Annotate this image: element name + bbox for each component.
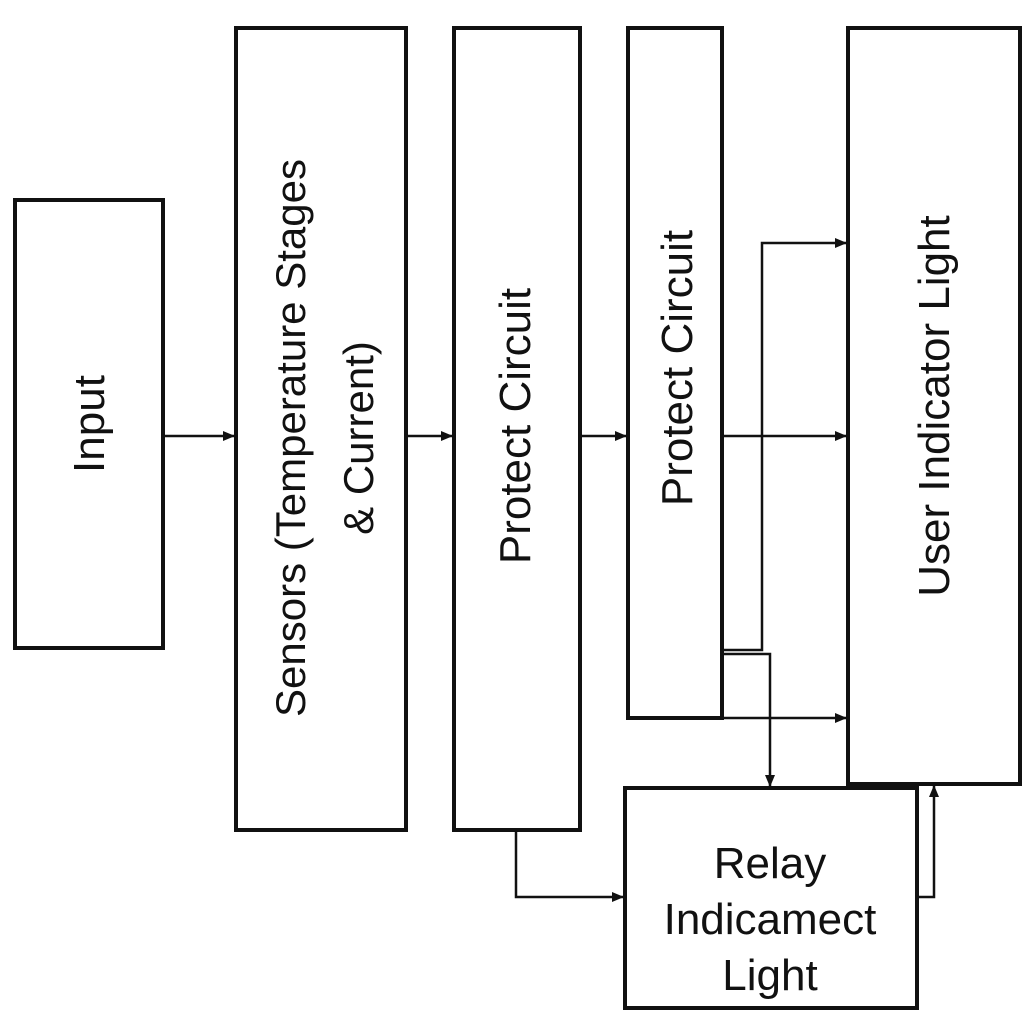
arrow-protect-2-to-relay (722, 652, 775, 787)
sensors-block: Sensors (Temperature Stages & Current) (234, 26, 408, 832)
sensors-label-line1: Sensors (Temperature Stages (267, 159, 314, 717)
input-block: Input (13, 198, 165, 650)
protect-circuit-block-2: Protect Circuit (626, 26, 724, 720)
relay-label-line2: Indicamect (664, 895, 877, 944)
user-indicator-light-block: User Indicator Light (846, 26, 1022, 786)
protect-circuit-1-label: Protect Circuit (491, 288, 540, 564)
relay-indicator-light-block: Relay Indicamect Light (623, 786, 919, 1010)
sensors-label-line2: & Current) (335, 341, 382, 535)
relay-label-line3: Light (722, 951, 817, 1000)
input-label: Input (65, 375, 114, 473)
user-indicator-light-label: User Indicator Light (910, 215, 959, 597)
arrow-protect-2-to-indicator-top (722, 238, 847, 652)
protect-circuit-2-label: Protect Circuit (653, 230, 702, 506)
arrow-protect-1-to-relay (514, 830, 624, 902)
relay-label-line1: Relay (714, 839, 827, 888)
protect-circuit-block-1: Protect Circuit (452, 26, 582, 832)
arrow-relay-to-indicator (917, 785, 939, 899)
